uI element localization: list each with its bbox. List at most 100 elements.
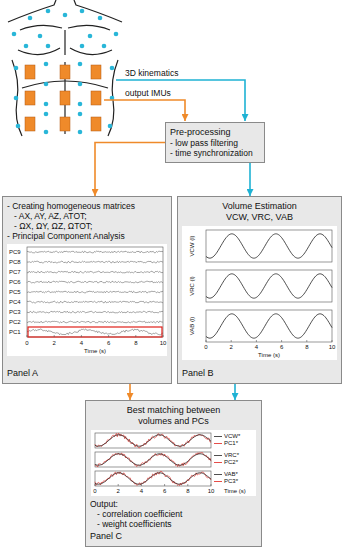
drawing-part <box>78 82 83 87</box>
tick <box>108 335 109 337</box>
drawing-part <box>80 44 85 49</box>
imu-sensors <box>25 65 101 131</box>
tick <box>54 335 55 337</box>
tick <box>187 484 188 486</box>
drawing-part <box>16 124 21 129</box>
pc-trace <box>95 471 211 485</box>
axis-label: PC7 <box>9 269 21 276</box>
plot-area: VCW*PC1*VRC*PC2*VAB*PC3*0246810Time (s) <box>91 430 256 496</box>
tick <box>256 340 257 342</box>
axis-label: 10 <box>208 488 215 495</box>
legend-sample <box>214 462 222 463</box>
box-line: - correlation coefficient <box>90 509 257 519</box>
axis-label: PC6 <box>9 279 21 286</box>
axes-frame <box>95 452 211 467</box>
drawing-part <box>91 91 101 105</box>
tick <box>163 335 164 337</box>
axis-label: 2 <box>53 340 56 347</box>
box-line: VCW, VRC, VAB <box>182 212 337 223</box>
volume-trace <box>206 274 332 298</box>
drawing-part <box>108 60 118 136</box>
drawing-part <box>63 13 68 18</box>
axis-label: 6 <box>163 488 166 495</box>
drawing-part <box>12 32 17 37</box>
axis-label: PC4 <box>9 299 21 306</box>
drawing-part <box>25 117 35 131</box>
pc-trace <box>27 321 163 323</box>
plot-graphic <box>182 226 337 360</box>
drawing-part <box>60 117 70 131</box>
flow-arrow <box>234 384 236 400</box>
pc-trace <box>27 251 163 253</box>
legend-sample <box>214 455 222 456</box>
axis-label: 4 <box>80 340 83 347</box>
panel-box: - Creating homogeneous matrices- AX, AY,… <box>2 196 172 384</box>
line-label: 3D kinematics <box>125 68 178 78</box>
drawing-part <box>80 9 85 14</box>
box-line: - AX, AY, AZ, ATOT; <box>7 211 167 221</box>
drawing-part <box>88 34 93 39</box>
box-text: Volume Estimation <box>182 201 337 212</box>
drawing-part <box>78 112 83 117</box>
axis-label: 0 <box>25 340 28 347</box>
axis-label: 0 <box>204 344 207 351</box>
drawing-part <box>44 82 49 87</box>
axis-label: PC3 <box>9 309 21 316</box>
axis-label: PC8 <box>9 259 21 266</box>
drawing-part <box>78 130 83 135</box>
drawing-part <box>44 62 49 67</box>
axis-label: 8 <box>186 488 189 495</box>
box-line: - low pass filtering <box>170 138 260 148</box>
axes-frame <box>95 433 211 448</box>
drawing-part <box>8 0 56 22</box>
drawing-part <box>110 66 115 71</box>
drawing-part <box>60 65 70 79</box>
axis-label: PC2 <box>9 319 21 326</box>
drawing-part <box>24 44 29 49</box>
drawing-part <box>70 48 112 55</box>
axis-label: Time (s) <box>258 352 280 359</box>
axis-label: 10 <box>160 340 167 347</box>
preprocessing-box: Pre-processing- low pass filtering- time… <box>165 122 265 163</box>
legend-sample <box>214 474 222 475</box>
drawing-part <box>68 25 110 30</box>
tick <box>95 484 96 486</box>
flow-arrow <box>129 384 131 400</box>
axis-label: VRC* <box>224 452 239 459</box>
plot-graphic <box>7 244 167 356</box>
axis-label: VAB* <box>224 471 238 478</box>
pc-trace <box>27 271 163 273</box>
axis-label: 4 <box>255 344 258 351</box>
axis-label: PC1* <box>224 440 238 447</box>
axis-label: 0 <box>93 488 96 495</box>
axis-label: 6 <box>280 344 283 351</box>
panel-box: Best matching between volumes and PCsVCW… <box>85 400 262 547</box>
axis-label: 6 <box>107 340 110 347</box>
axis-label: 8 <box>305 344 308 351</box>
imu-line <box>104 100 185 121</box>
volume-trace <box>95 435 211 446</box>
box-line: Output: <box>90 499 257 509</box>
legend-sample <box>214 481 222 482</box>
pc-trace <box>27 311 163 313</box>
axis-label: PC1 <box>9 329 21 336</box>
drawing-part <box>14 96 19 101</box>
pc-trace <box>27 329 163 335</box>
box-text: Best matching between volumes and PCs <box>90 405 257 427</box>
tick <box>118 484 119 486</box>
axis-label: 2 <box>230 344 233 351</box>
drawing-part <box>44 130 49 135</box>
drawing-part <box>44 112 49 117</box>
box-line: Panel C <box>90 529 257 542</box>
box-line: Panel B <box>182 366 337 379</box>
axis-label: PC5 <box>9 289 21 296</box>
pc-trace <box>27 261 163 263</box>
body-outline <box>8 0 122 136</box>
tick <box>135 335 136 337</box>
tick <box>281 340 282 342</box>
drawing-part <box>78 62 83 67</box>
line-label: output IMUs <box>125 88 171 98</box>
volume-trace <box>206 314 332 338</box>
